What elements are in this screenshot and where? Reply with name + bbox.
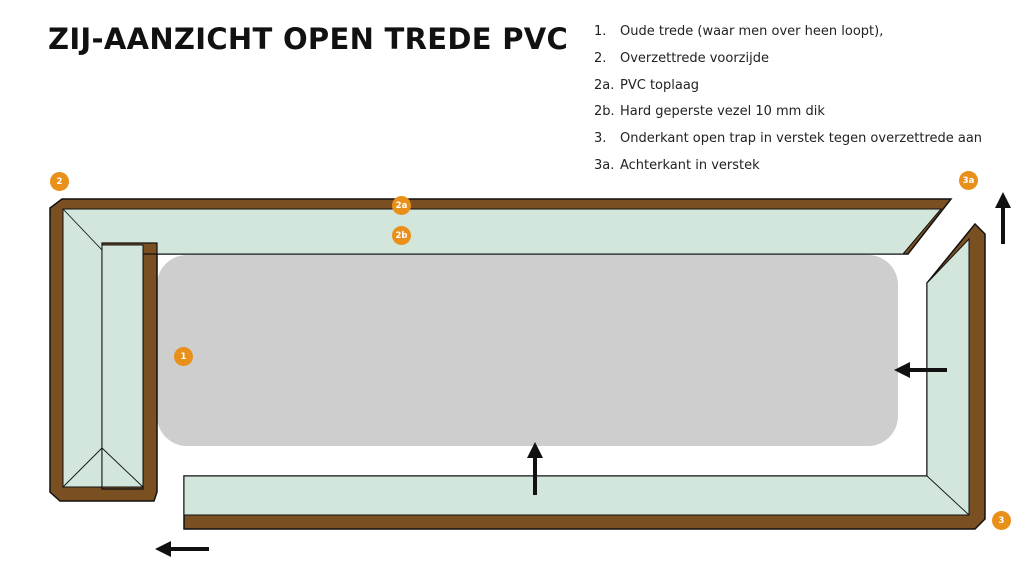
legend-item: 1. Oude trede (waar men over heen loopt), <box>594 24 982 51</box>
legend-text: PVC toplaag <box>620 77 700 93</box>
legend-item: 3. Onderkant open trap in verstek tegen o… <box>594 131 982 158</box>
legend-text: Achterkant in verstek <box>620 157 760 173</box>
legend-text: Onderkant open trap in verstek tegen ove… <box>620 131 983 147</box>
marker-2a: 2a <box>392 196 411 215</box>
legend-item: 3a. Achterkant in verstek <box>594 158 982 185</box>
marker-3: 3 <box>992 511 1011 530</box>
legend-item: 2. Overzettrede voorzijde <box>594 51 982 78</box>
page-title: ZIJ-AANZICHT OPEN TREDE PVC <box>48 22 569 56</box>
old-step <box>157 255 898 446</box>
legend-text: Oude trede (waar men over heen loopt), <box>620 24 884 39</box>
miter-line <box>62 447 103 488</box>
miter-line <box>62 208 103 251</box>
legend-num: 2a. <box>594 77 615 93</box>
legend-num: 2b. <box>594 104 615 120</box>
legend-num: 2. <box>594 50 607 66</box>
legend-num: 3a. <box>594 157 615 173</box>
marker-2b: 2b <box>392 226 411 245</box>
marker-3a: 3a <box>959 171 978 190</box>
marker-1: 1 <box>174 347 193 366</box>
legend-item: 2b. Hard geperste vezel 10 mm dik <box>594 104 982 131</box>
legend-text: Overzettrede voorzijde <box>620 50 769 66</box>
front-inner-core <box>101 244 144 488</box>
legend-num: 1. <box>594 24 607 39</box>
marker-2: 2 <box>50 172 69 191</box>
miter-line <box>926 475 970 516</box>
legend-num: 3. <box>594 131 607 147</box>
miter-line <box>101 447 144 488</box>
legend-item: 2a. PVC toplaag <box>594 78 982 105</box>
legend-list: 1. Oude trede (waar men over heen loopt),… <box>594 24 982 185</box>
legend-text: Hard geperste vezel 10 mm dik <box>620 104 825 120</box>
